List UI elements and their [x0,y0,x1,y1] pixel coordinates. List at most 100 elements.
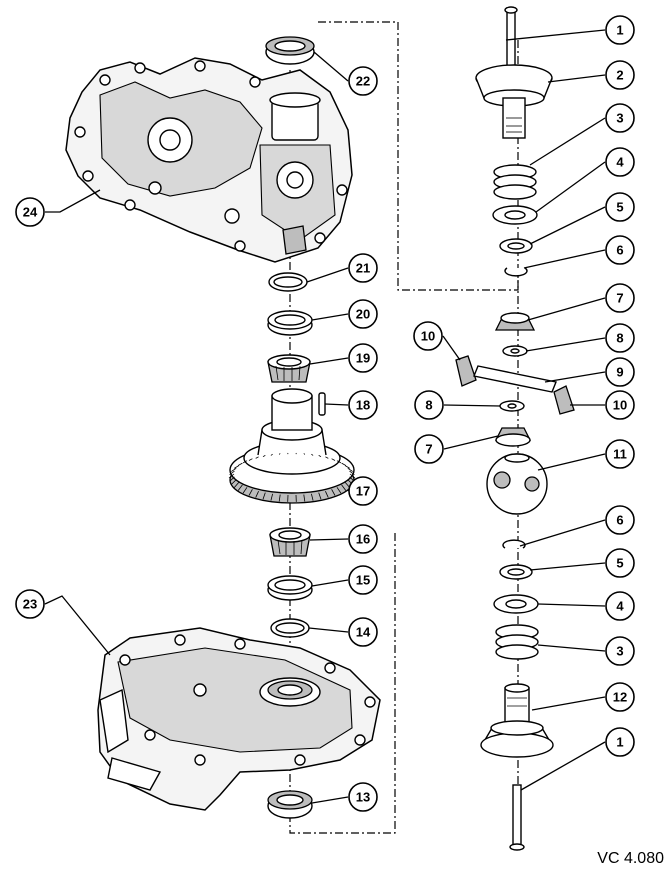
gear-tooth [349,473,356,479]
gear-tooth [311,493,314,501]
callout-22: 22 [348,66,378,96]
callout-19: 19 [348,343,378,373]
part-10-pinion-gear-right [553,385,575,415]
callout-number: 7 [425,442,432,457]
callout-6: 6 [605,235,635,265]
part-21-shim [268,272,308,292]
gear-tooth [341,484,347,491]
callout-21: 21 [348,253,378,283]
part-4-washer [492,205,538,225]
gear-tooth [229,476,235,482]
callout-15: 15 [348,565,378,595]
gear-tooth [325,456,329,459]
part-4-washer-lower [493,594,539,614]
callout-3: 3 [605,636,635,666]
leader-line-24 [45,189,101,213]
gear-tooth [341,462,346,466]
gear-tooth [262,455,266,458]
gear-tooth [278,453,281,455]
callout-number: 16 [356,532,370,547]
leader-line-12 [531,696,606,711]
reference-code: VC 4.080 [597,850,664,867]
gear-tooth [262,492,266,500]
gear-tooth [318,455,322,458]
gear-tooth [242,487,248,494]
gear-tooth [318,492,322,500]
leader-line-4 [535,161,606,213]
part-7-side-gear-upper [494,312,536,331]
callout-circle [605,390,635,420]
callout-number: 5 [616,200,623,215]
callout-11: 11 [605,439,635,469]
gear-tooth [237,484,243,491]
callout-number: 6 [616,513,623,528]
gear-tooth [238,462,243,466]
gear-tooth [331,458,336,461]
part-11-differential-carrier [486,453,548,515]
callout-number: 4 [616,599,624,614]
part-3-spring-lower [495,624,539,660]
gear-tooth [331,489,336,496]
leader-line-5 [529,206,606,245]
transaxle-case-upper [65,57,353,263]
part-7-side-gear-lower [494,427,532,447]
callout-circle [348,390,378,420]
callout-5: 5 [605,192,635,222]
callout-circle [605,357,635,387]
leader-line-14 [308,627,349,633]
leader-line-4 [537,603,606,607]
part-10-pinion-gear-left [455,355,477,387]
gear-tooth [233,465,240,469]
callout-20: 20 [348,299,378,329]
leader-line-8 [443,404,501,407]
callout-circle [348,66,378,96]
gear-tooth [270,493,273,501]
part-1-bolt-lower [509,784,525,851]
callout-1: 1 [605,15,635,45]
part-22-oil-seal [265,36,315,65]
part-3-spring [493,164,537,200]
gear-tooth [336,460,342,464]
callout-1: 1 [605,727,635,757]
callout-number: 1 [616,735,623,750]
callout-circle [605,147,635,177]
callout-3: 3 [605,103,635,133]
callout-5: 5 [605,548,635,578]
leader-line-23 [44,595,111,656]
gear-tooth [349,470,355,476]
part-8-thrust-washer-upper [502,345,528,357]
part-15-bearing-race [267,575,313,601]
callout-number: 23 [23,597,37,612]
part-2-flange-upper [475,64,553,139]
callout-circle [605,548,635,578]
callout-number: 2 [616,68,623,83]
callout-circle [605,505,635,535]
leader-line-6 [519,519,606,547]
gear-tooth [311,453,314,456]
part-20-bearing-race [267,310,313,336]
callout-number: 17 [356,484,370,499]
leader-line-7 [443,435,499,450]
callout-number: 12 [613,690,627,705]
callout-number: 14 [356,625,371,640]
part-12-flange-lower [480,683,554,758]
part-5-spacer-lower [499,564,533,580]
ring-gear-teeth [228,452,356,502]
leader-line-18 [324,403,349,406]
leader-line-6 [523,249,606,269]
callout-circle [605,235,635,265]
leader-line-15 [311,579,349,587]
callout-circle [605,682,635,712]
gear-tooth [231,467,237,472]
callout-circle [15,197,45,227]
leader-line-20 [311,313,349,321]
callout-circle [605,636,635,666]
gear-tooth [248,458,253,461]
callout-circle [605,103,635,133]
callout-circle [605,192,635,222]
callout-circle [605,283,635,313]
callout-6: 6 [605,505,635,535]
gear-tooth [228,473,235,479]
leader-line-5 [529,562,606,571]
